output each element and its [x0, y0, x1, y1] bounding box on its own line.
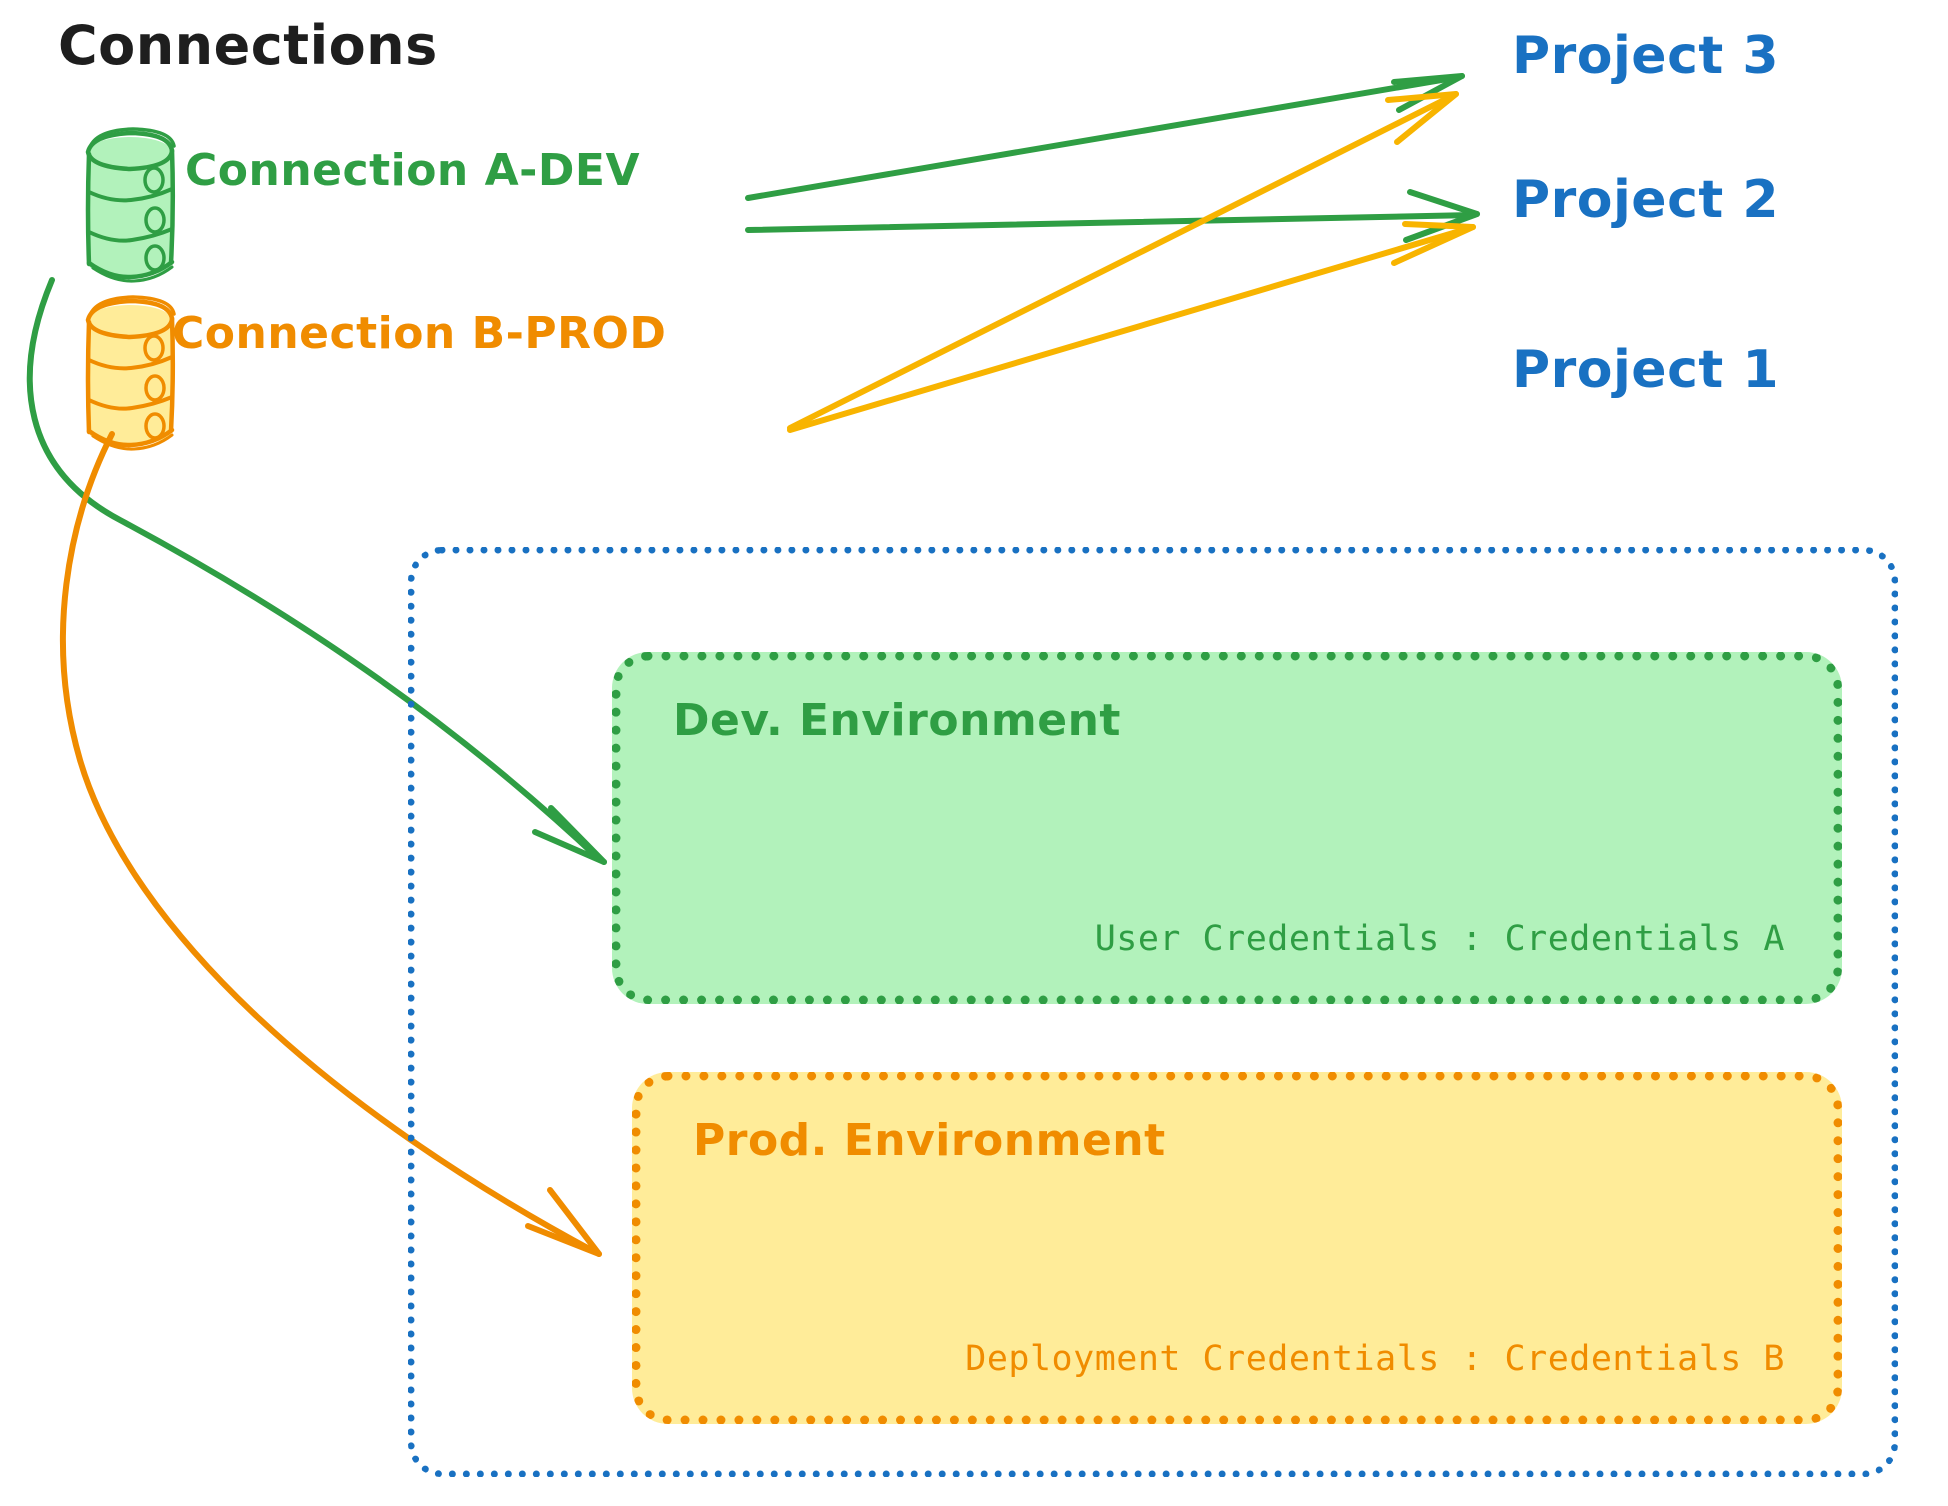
edge-conn-a-to-project-3: [745, 73, 1465, 201]
dev-environment-title: Dev. Environment: [673, 695, 1121, 746]
database-icon-connection-a: [85, 127, 176, 283]
project-2-label: Project 2: [1512, 170, 1780, 230]
database-icon-connection-b: [85, 295, 176, 451]
project-1-label: Project 1: [1512, 340, 1780, 400]
edge-conn-a-to-project-2: [745, 189, 1480, 243]
project-3-label: Project 3: [1512, 26, 1780, 86]
dev-environment-box: Dev. Environment User Credentials : Cred…: [612, 652, 1842, 1004]
edge-conn-b-to-project-2: [787, 221, 1476, 433]
connection-a-label: Connection A-DEV: [185, 145, 641, 196]
prod-environment-title: Prod. Environment: [693, 1115, 1166, 1166]
dev-environment-credentials: User Credentials : Credentials A: [1094, 919, 1785, 959]
prod-environment-credentials: Deployment Credentials : Credentials B: [965, 1339, 1785, 1379]
edge-conn-b-to-project-3: [787, 91, 1459, 431]
prod-environment-box: Prod. Environment Deployment Credentials…: [632, 1072, 1842, 1424]
project-1-boundary: [408, 547, 1898, 1477]
page-title: Connections: [58, 14, 438, 77]
connection-b-label: Connection B-PROD: [172, 308, 667, 359]
